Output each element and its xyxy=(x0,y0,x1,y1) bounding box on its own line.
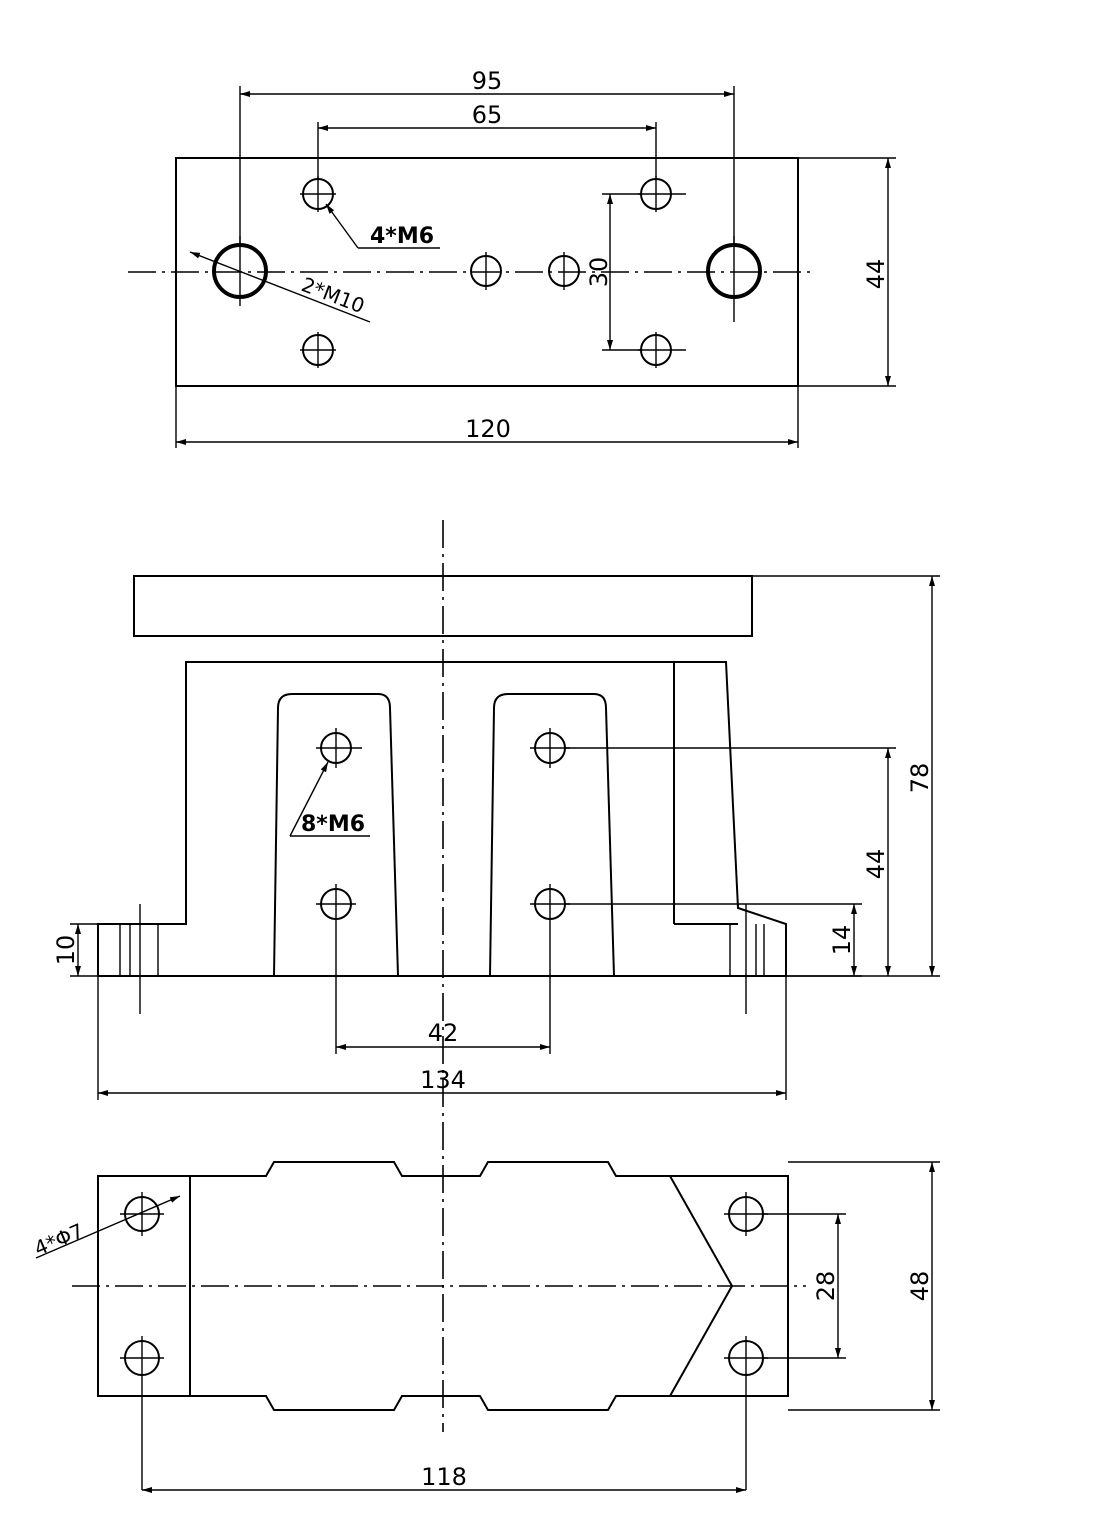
top-view: 95 65 30 44 120 4*M6 2*M10 xyxy=(128,67,896,448)
dim-44-label-front: 44 xyxy=(862,849,890,880)
dim-48-label: 48 xyxy=(906,1271,934,1302)
dim-95-label: 95 xyxy=(472,67,503,95)
m6-hole xyxy=(316,728,362,768)
m6-hole xyxy=(530,884,570,924)
m10-hole-right xyxy=(706,236,762,322)
center-hole xyxy=(548,252,580,290)
dim-120-label: 120 xyxy=(465,415,511,443)
dim-42-label: 42 xyxy=(428,1019,459,1047)
dim-134-label: 134 xyxy=(420,1066,466,1094)
dim-28-label: 28 xyxy=(812,1271,840,1302)
m6-hole xyxy=(530,728,570,768)
m6-hole xyxy=(638,176,686,212)
phi7-hole xyxy=(724,1336,768,1490)
front-top-plate xyxy=(133,575,753,637)
center-hole xyxy=(470,252,502,290)
left-pocket xyxy=(273,693,399,977)
m10-callout: 2*M10 xyxy=(298,272,368,318)
dim-118-label: 118 xyxy=(421,1463,467,1491)
m6-hole xyxy=(300,176,336,212)
dim-78-label: 78 xyxy=(906,763,934,794)
phi7-hole xyxy=(120,1192,164,1236)
bottom-view: 4*Φ7 28 48 118 xyxy=(31,1161,940,1493)
phi7-callout: 4*Φ7 xyxy=(31,1219,88,1261)
m6-hole xyxy=(300,332,336,368)
m6-hole xyxy=(316,884,356,924)
m6-hole xyxy=(638,332,686,368)
dim-65-label: 65 xyxy=(472,101,503,129)
m6-callout-top: 4*M6 xyxy=(370,224,434,249)
dim-10-label: 10 xyxy=(52,935,80,966)
phi7-hole xyxy=(724,1192,768,1236)
front-view: 8*M6 78 44 14 10 42 134 xyxy=(52,520,940,1432)
m6-callout-front: 8*M6 xyxy=(301,812,365,837)
right-pocket xyxy=(489,693,615,977)
dim-44-label: 44 xyxy=(862,259,890,290)
dim-14-label: 14 xyxy=(828,925,856,956)
dim-30-label: 30 xyxy=(585,257,613,288)
phi7-hole xyxy=(120,1336,164,1490)
front-body-outline xyxy=(97,661,787,977)
